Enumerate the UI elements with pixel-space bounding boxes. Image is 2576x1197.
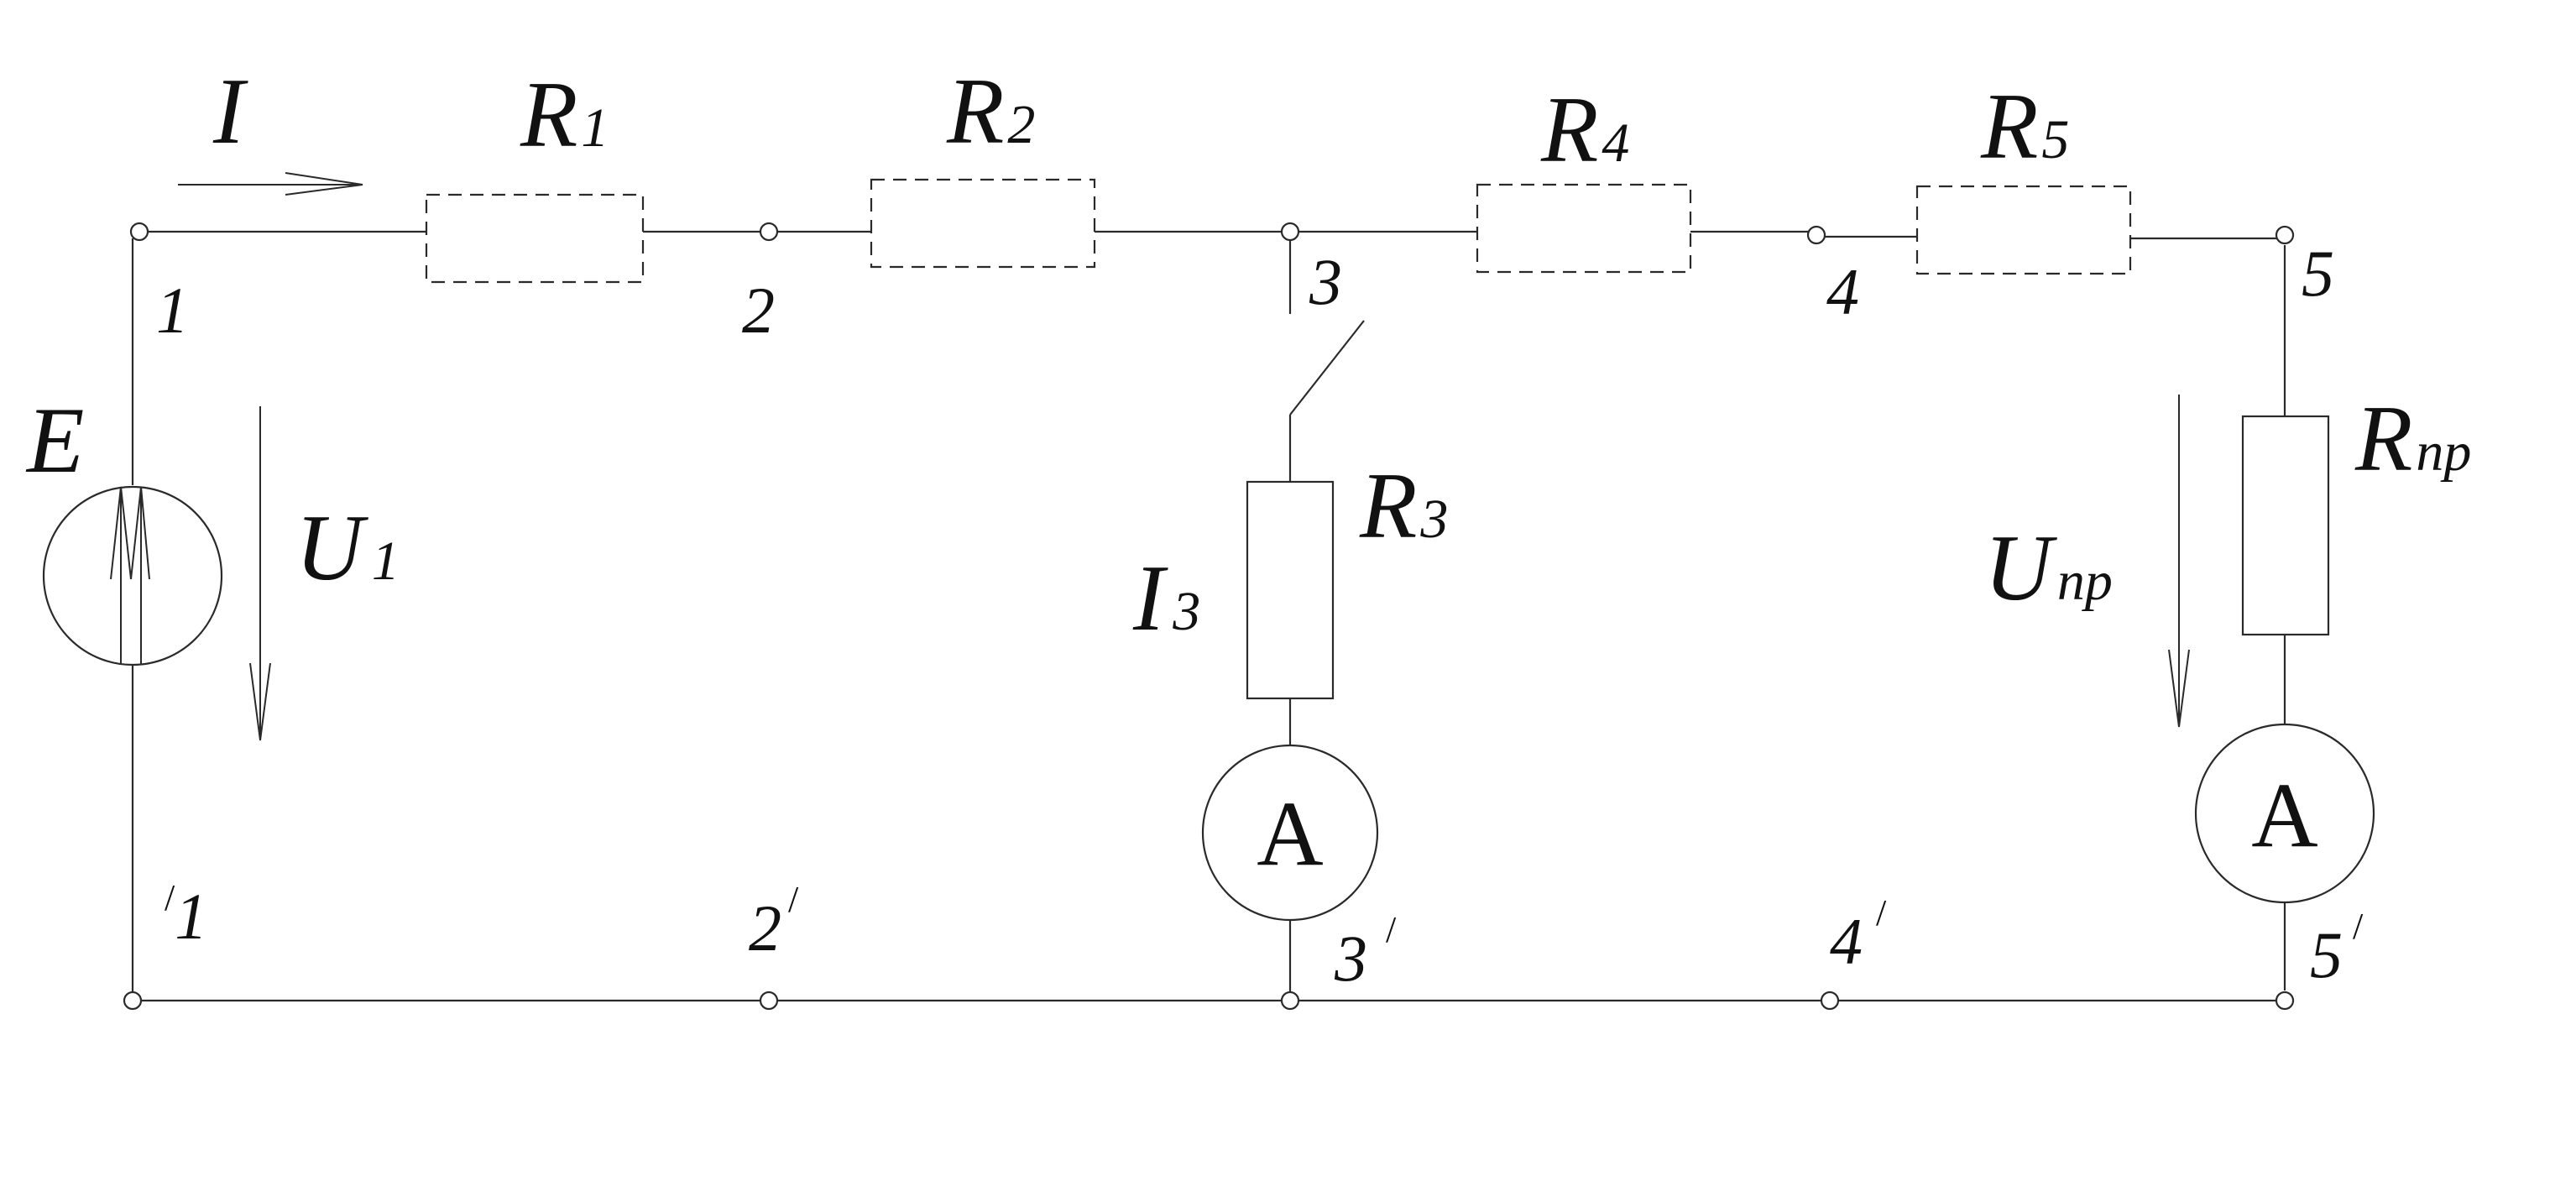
node-4-prime-mark: / (1876, 892, 1887, 933)
resistor-r3 (1246, 480, 1335, 700)
node-3-prime (1280, 991, 1300, 1011)
resistor-r4 (1476, 183, 1692, 274)
node-4-label: 4 (1826, 255, 1859, 328)
resistor-r5 (1915, 185, 2132, 275)
voltage-out-sub: пр (2057, 551, 2113, 612)
current-label: I (212, 60, 248, 164)
node-1-label: 1 (156, 274, 189, 347)
node-5-prime-number: 5 (2310, 918, 2343, 991)
node-2 (759, 222, 779, 242)
branch-current-symbol: I (1132, 546, 1168, 651)
node-1 (129, 222, 149, 242)
voltage-out-arrow (2168, 395, 2190, 728)
node-1-prime-label: /1 (165, 877, 207, 953)
node-5-prime-label: 5/ (2310, 906, 2364, 991)
node-3-prime-number: 3 (1334, 922, 1367, 995)
r2-sub: 2 (1007, 94, 1035, 155)
branch-current-sub: 3 (1172, 581, 1200, 642)
rnp-symbol: R (2354, 387, 2412, 491)
source-circle (42, 485, 223, 666)
resistor-rnp (2241, 415, 2330, 636)
node-3-prime-label: 3/ (1334, 909, 1397, 995)
node-2-prime-mark: / (788, 879, 799, 920)
node-5-label: 5 (2302, 237, 2334, 310)
node-3 (1280, 222, 1300, 242)
ammeter-2-label: A (2251, 764, 2317, 866)
r2-label: R2 (946, 60, 1035, 164)
voltage-out-label: Uпр (1984, 516, 2113, 620)
voltage-in-symbol: U (295, 496, 368, 600)
node-4-prime (1820, 991, 1840, 1011)
resistor-r1 (425, 193, 645, 284)
ammeter-1: A (1201, 744, 1379, 922)
ammeter-1-circle (1201, 744, 1379, 922)
r5-label: R5 (1980, 75, 2069, 179)
source-arrow-head (110, 486, 132, 580)
resistor-r2 (870, 178, 1096, 269)
node-5-prime-mark: / (2353, 906, 2364, 947)
node-1-prime-number: 1 (175, 880, 207, 953)
wires (131, 230, 2286, 1002)
r5-symbol: R (1980, 75, 2038, 179)
rnp-sub: пр (2416, 421, 2471, 483)
voltage-out-symbol: U (1984, 516, 2057, 620)
node-2-prime-number: 2 (749, 891, 781, 964)
current-arrow-head (285, 172, 363, 196)
terminals (123, 222, 2295, 1011)
node-2-label: 2 (742, 274, 775, 347)
r4-sub: 4 (1602, 112, 1629, 174)
r3-label: R3 (1359, 454, 1448, 558)
ammeter-1-label: A (1257, 782, 1323, 885)
voltage-in-sub: 1 (372, 531, 400, 592)
r2-symbol: R (946, 60, 1004, 164)
node-1-prime-mark: / (165, 877, 175, 918)
r1-sub: 1 (581, 97, 609, 159)
rnp-label: Rпр (2354, 387, 2471, 491)
node-4 (1806, 225, 1826, 245)
node-2-prime (759, 991, 779, 1011)
node-1-prime (123, 991, 143, 1011)
node-2-prime-label: 2/ (749, 879, 799, 964)
ammeter-2-circle (2194, 723, 2375, 904)
source-label: E (25, 389, 84, 493)
voltage-in-arrow (249, 406, 271, 741)
node-4-prime-number: 4 (1830, 905, 1863, 978)
r1-label: R1 (520, 63, 609, 167)
node-5 (2275, 225, 2295, 245)
switch-blade (1289, 320, 1365, 416)
voltage-in-arrow-head (249, 662, 271, 741)
node-5-prime (2275, 991, 2295, 1011)
current-arrow (178, 172, 363, 196)
node-3-label: 3 (1309, 245, 1342, 318)
r3-sub: 3 (1419, 489, 1448, 550)
source-arrow-head-2 (130, 486, 150, 580)
r3-symbol: R (1359, 454, 1417, 558)
r4-label: R4 (1540, 78, 1629, 182)
ammeter-2: A (2194, 723, 2375, 904)
r5-sub: 5 (2041, 109, 2069, 170)
r4-symbol: R (1540, 78, 1598, 182)
r1-symbol: R (520, 63, 577, 167)
voltage-out-arrow-head (2168, 649, 2190, 728)
node-4-prime-label: 4/ (1830, 892, 1887, 978)
node-3-prime-mark: / (1386, 909, 1397, 950)
voltage-source (42, 485, 223, 666)
